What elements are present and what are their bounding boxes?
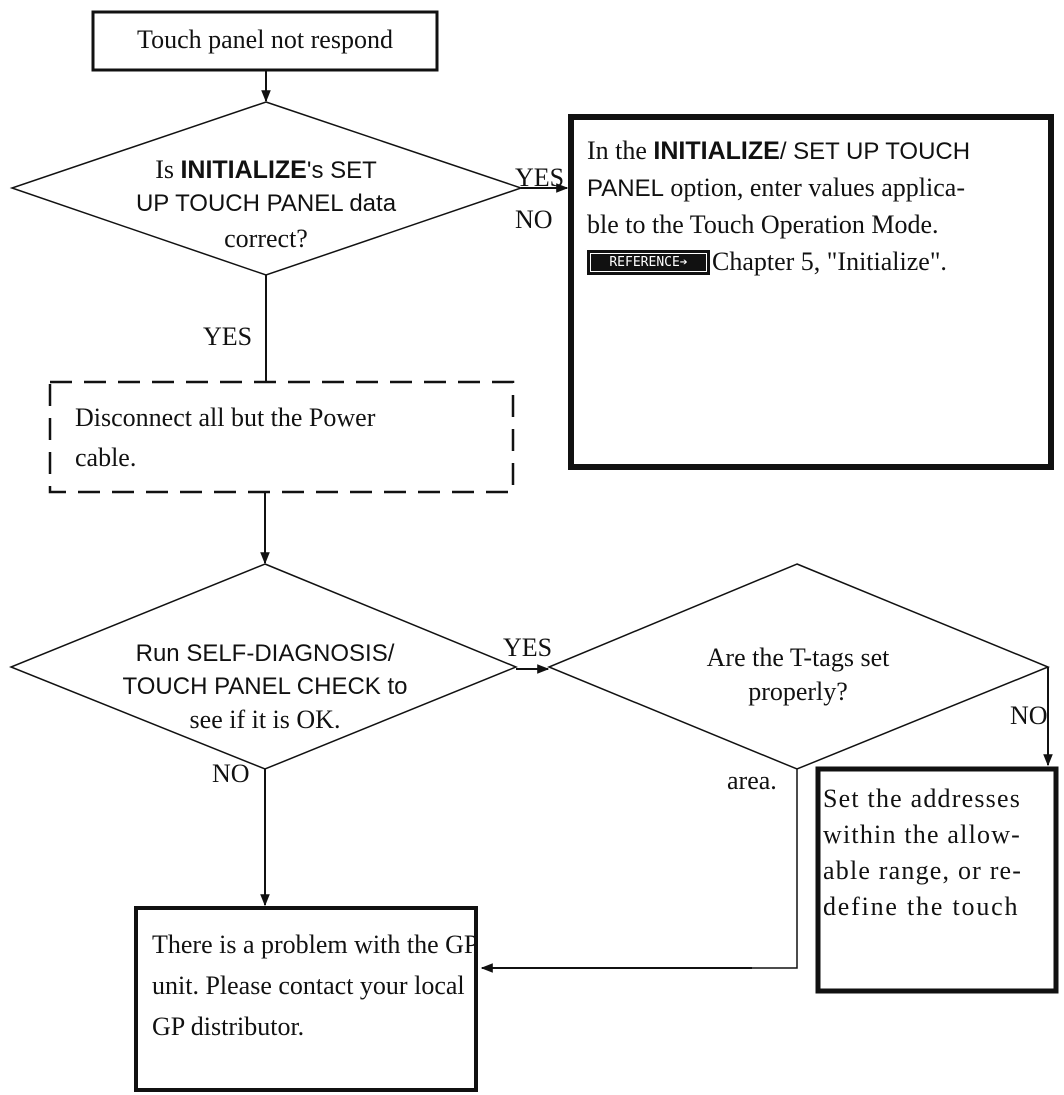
problem-line-1: There is a problem with the GP (152, 930, 479, 959)
check-initialize-l1-c: 's SET (306, 157, 377, 184)
label-no-3: NO (1010, 701, 1048, 730)
fix-initialize-box (568, 114, 1054, 470)
fix-initialize-line-2: PANEL option, enter values applica- (587, 171, 965, 205)
self-diag-line-3: see if it is OK. (189, 705, 341, 734)
reference-badge: REFERENCE➔ (587, 250, 710, 275)
label-yes-3: YES (503, 633, 553, 662)
start-text: Touch panel not respond (137, 25, 393, 54)
check-initialize-line-3: correct? (224, 224, 308, 253)
fix-initialize-l1-c: / SET UP TOUCH (779, 138, 971, 165)
set-addresses-line-3: able range, or re- (823, 856, 1023, 885)
label-yes-1: YES (515, 163, 565, 192)
problem-line-2: unit. Please contact your local (152, 971, 465, 1000)
check-initialize-l1-b: INITIALIZE (180, 156, 307, 184)
label-no-1: NO (515, 205, 553, 234)
set-addresses-line-4: define the touch (823, 892, 1020, 921)
check-initialize-l1-a: Is (155, 155, 181, 184)
set-addresses-box (815, 766, 1059, 994)
fix-initialize-l1-a: In the (587, 136, 654, 165)
set-addresses-line-1: Set the addresses (823, 784, 1022, 813)
check-initialize-line-1: Is INITIALIZE's SET (80, 153, 452, 187)
fix-initialize-l1-b: INITIALIZE (653, 137, 780, 165)
label-no-2: NO (212, 759, 250, 788)
fix-initialize-line-4: Chapter 5, "Initialize". (712, 247, 947, 276)
fix-initialize-l2-a: PANEL (587, 175, 664, 202)
label-yes-2: YES (203, 322, 253, 351)
self-diag-line-1: Run SELF-DIAGNOSIS/ (135, 640, 395, 667)
disconnect-line-2: cable. (75, 443, 137, 472)
set-addresses-line-2: within the allow- (823, 820, 1022, 849)
problem-box (134, 906, 478, 1092)
ttags-line-2: properly? (748, 677, 848, 706)
ttags-line-1: Are the T-tags set (706, 643, 890, 672)
fix-initialize-line-3: ble to the Touch Operation Mode. (587, 210, 939, 239)
label-area: area. (727, 766, 777, 795)
fix-initialize-line-1: In the INITIALIZE/ SET UP TOUCH (587, 134, 970, 168)
line-ttags-to-problem (752, 769, 798, 969)
check-initialize-line-2: UP TOUCH PANEL data (135, 190, 397, 217)
self-diag-line-2: TOUCH PANEL CHECK to (122, 673, 408, 700)
problem-line-3: GP distributor. (152, 1012, 305, 1041)
disconnect-line-1: Disconnect all but the Power (75, 403, 376, 432)
disconnect-box (48, 380, 515, 494)
fix-initialize-l2-b: option, enter values applica- (663, 173, 965, 202)
start-box (91, 10, 439, 72)
